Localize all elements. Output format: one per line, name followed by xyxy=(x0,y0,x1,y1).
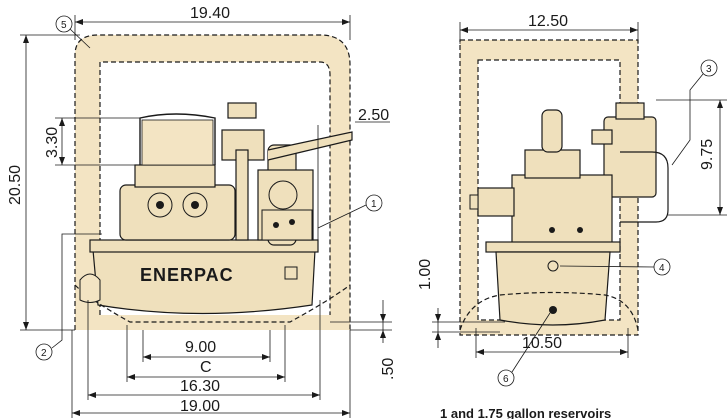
callout-5: 5 xyxy=(55,15,91,49)
callout-2: 2 xyxy=(35,233,102,361)
callout-3: 3 xyxy=(671,59,718,166)
side-base-tank xyxy=(495,251,611,326)
callout-6: 6 xyxy=(497,312,551,387)
svg-text:3: 3 xyxy=(706,64,712,75)
svg-text:1: 1 xyxy=(371,199,377,210)
brand-label: ENERPAC xyxy=(140,265,234,285)
dim-side-width: 12.50 xyxy=(528,13,568,30)
side-view: 12.50 9.75 1.00 10.50 3 4 xyxy=(417,13,727,419)
dim-side-offset: 2.50 xyxy=(358,107,389,124)
dim-mid-width: 16.30 xyxy=(180,378,220,395)
dim-inner: 9.00 xyxy=(185,339,216,356)
front-view: ENERPAC 19.40 xyxy=(7,5,397,418)
front-reservoir xyxy=(92,249,316,315)
front-base-frame xyxy=(74,284,351,323)
dim-variable: C xyxy=(200,359,212,376)
svg-text:6: 6 xyxy=(503,374,509,385)
svg-text:5: 5 xyxy=(61,20,67,31)
dim-front-width: 19.40 xyxy=(190,5,230,22)
dim-drain-height: 1.00 xyxy=(417,259,434,290)
callout-1: 1 xyxy=(317,194,383,229)
dim-handle-height: 3.30 xyxy=(44,127,61,158)
svg-text:4: 4 xyxy=(659,263,665,274)
svg-text:2: 2 xyxy=(41,348,47,359)
footnote: 1 and 1.75 gallon reservoirs xyxy=(440,406,611,419)
dim-base-width: 19.00 xyxy=(180,398,220,415)
front-motor xyxy=(119,184,236,241)
front-handle xyxy=(139,113,216,165)
dim-base-offset: .50 xyxy=(380,358,397,380)
side-base-plate xyxy=(485,241,621,253)
dim-front-height: 20.50 xyxy=(7,165,24,205)
callout-4: 4 xyxy=(559,258,671,276)
dim-side-base-width: 10.50 xyxy=(522,335,562,352)
dim-reservoir-height: 9.75 xyxy=(699,139,716,170)
side-pump-body xyxy=(511,174,613,244)
